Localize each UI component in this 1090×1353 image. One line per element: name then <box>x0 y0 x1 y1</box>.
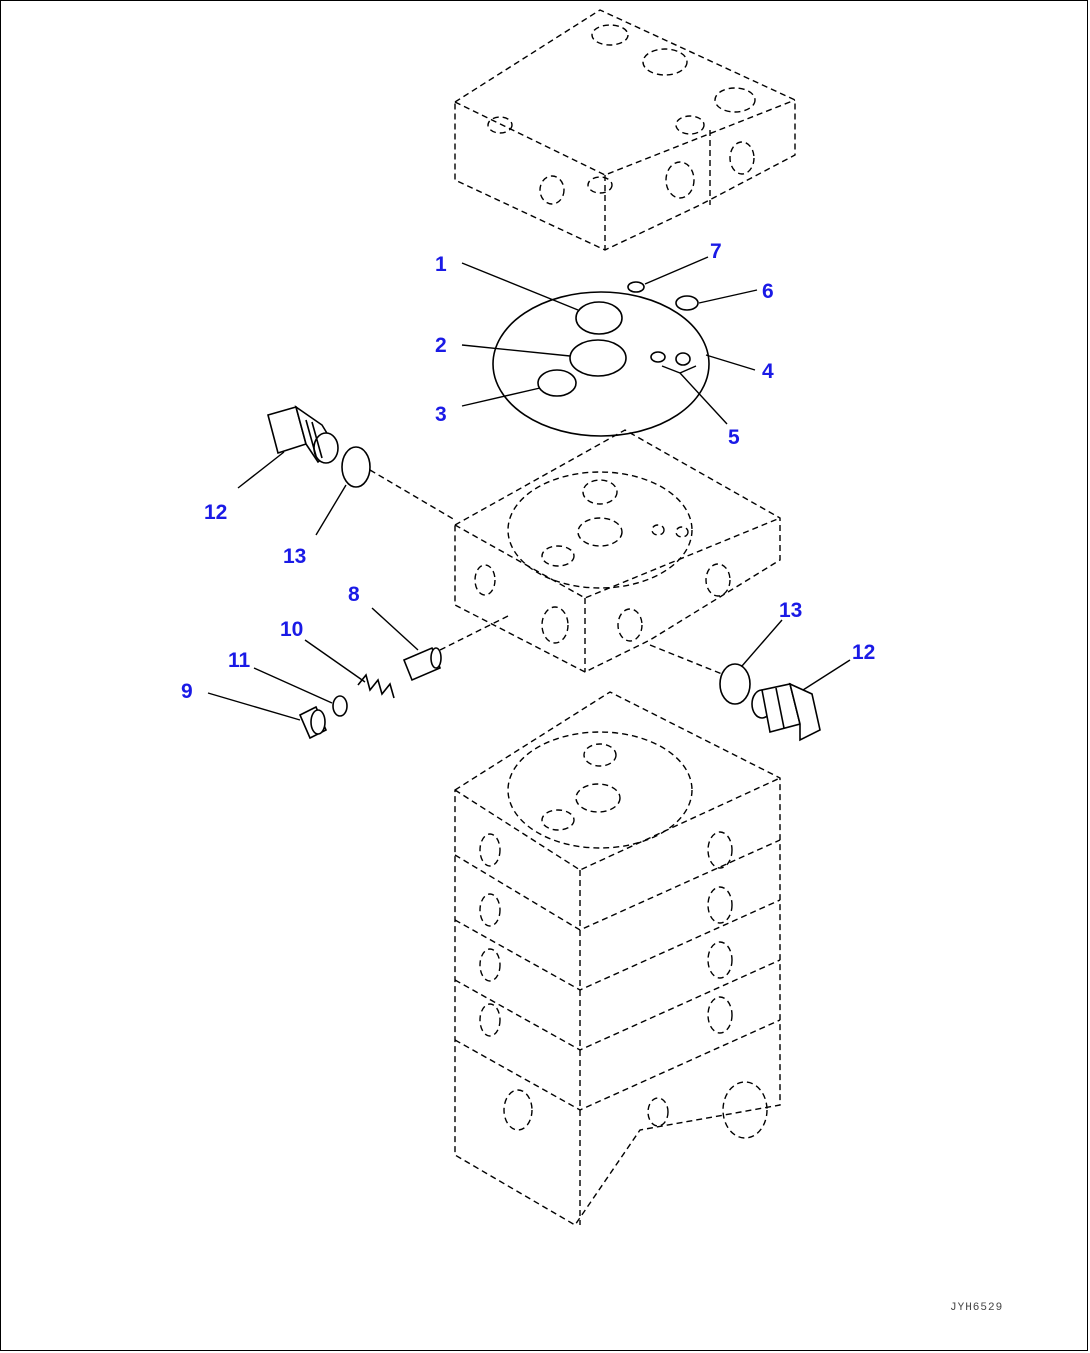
callout-1: 1 <box>435 253 447 276</box>
o-ring-6 <box>675 295 699 311</box>
callout-6: 6 <box>762 280 774 303</box>
middle-valve-section <box>454 429 781 673</box>
callout-9: 9 <box>181 680 193 703</box>
callout-12-left: 12 <box>204 501 227 524</box>
top-valve-section <box>454 9 796 251</box>
relief-valve-12-left <box>267 405 339 464</box>
assembly-lines <box>369 469 723 675</box>
callout-10: 10 <box>280 618 303 641</box>
o-ring-11 <box>332 695 348 717</box>
leader-lines <box>207 256 851 721</box>
o-ring-5b <box>675 352 691 366</box>
callout-8: 8 <box>348 583 360 606</box>
callout-4: 4 <box>762 360 774 383</box>
callout-3: 3 <box>435 403 447 426</box>
o-ring-13-right <box>719 663 751 705</box>
callout-5: 5 <box>728 426 740 449</box>
callout-12-right: 12 <box>852 641 875 664</box>
o-ring-3 <box>537 369 577 397</box>
o-ring-2 <box>569 339 627 377</box>
callout-13-right: 13 <box>779 599 802 622</box>
bottom-valve-stack <box>454 691 781 1226</box>
callout-2: 2 <box>435 334 447 357</box>
spool-8 <box>402 646 442 682</box>
relief-valve-12-right <box>751 682 821 742</box>
callout-11: 11 <box>228 649 251 672</box>
callout-13-left: 13 <box>283 545 306 568</box>
spring-10 <box>357 673 395 699</box>
gasket-plate <box>492 291 710 437</box>
o-ring-13-left <box>341 446 371 488</box>
drawing-reference-code: JYH6529 <box>950 1302 1003 1314</box>
o-ring-7 <box>627 281 645 293</box>
o-ring-5a <box>650 351 666 363</box>
o-ring-1 <box>575 301 623 335</box>
plug-9 <box>298 705 328 740</box>
callout-labels: 1 2 3 4 5 6 7 8 9 10 11 12 13 13 12 <box>181 240 875 703</box>
callout-7: 7 <box>710 240 722 263</box>
